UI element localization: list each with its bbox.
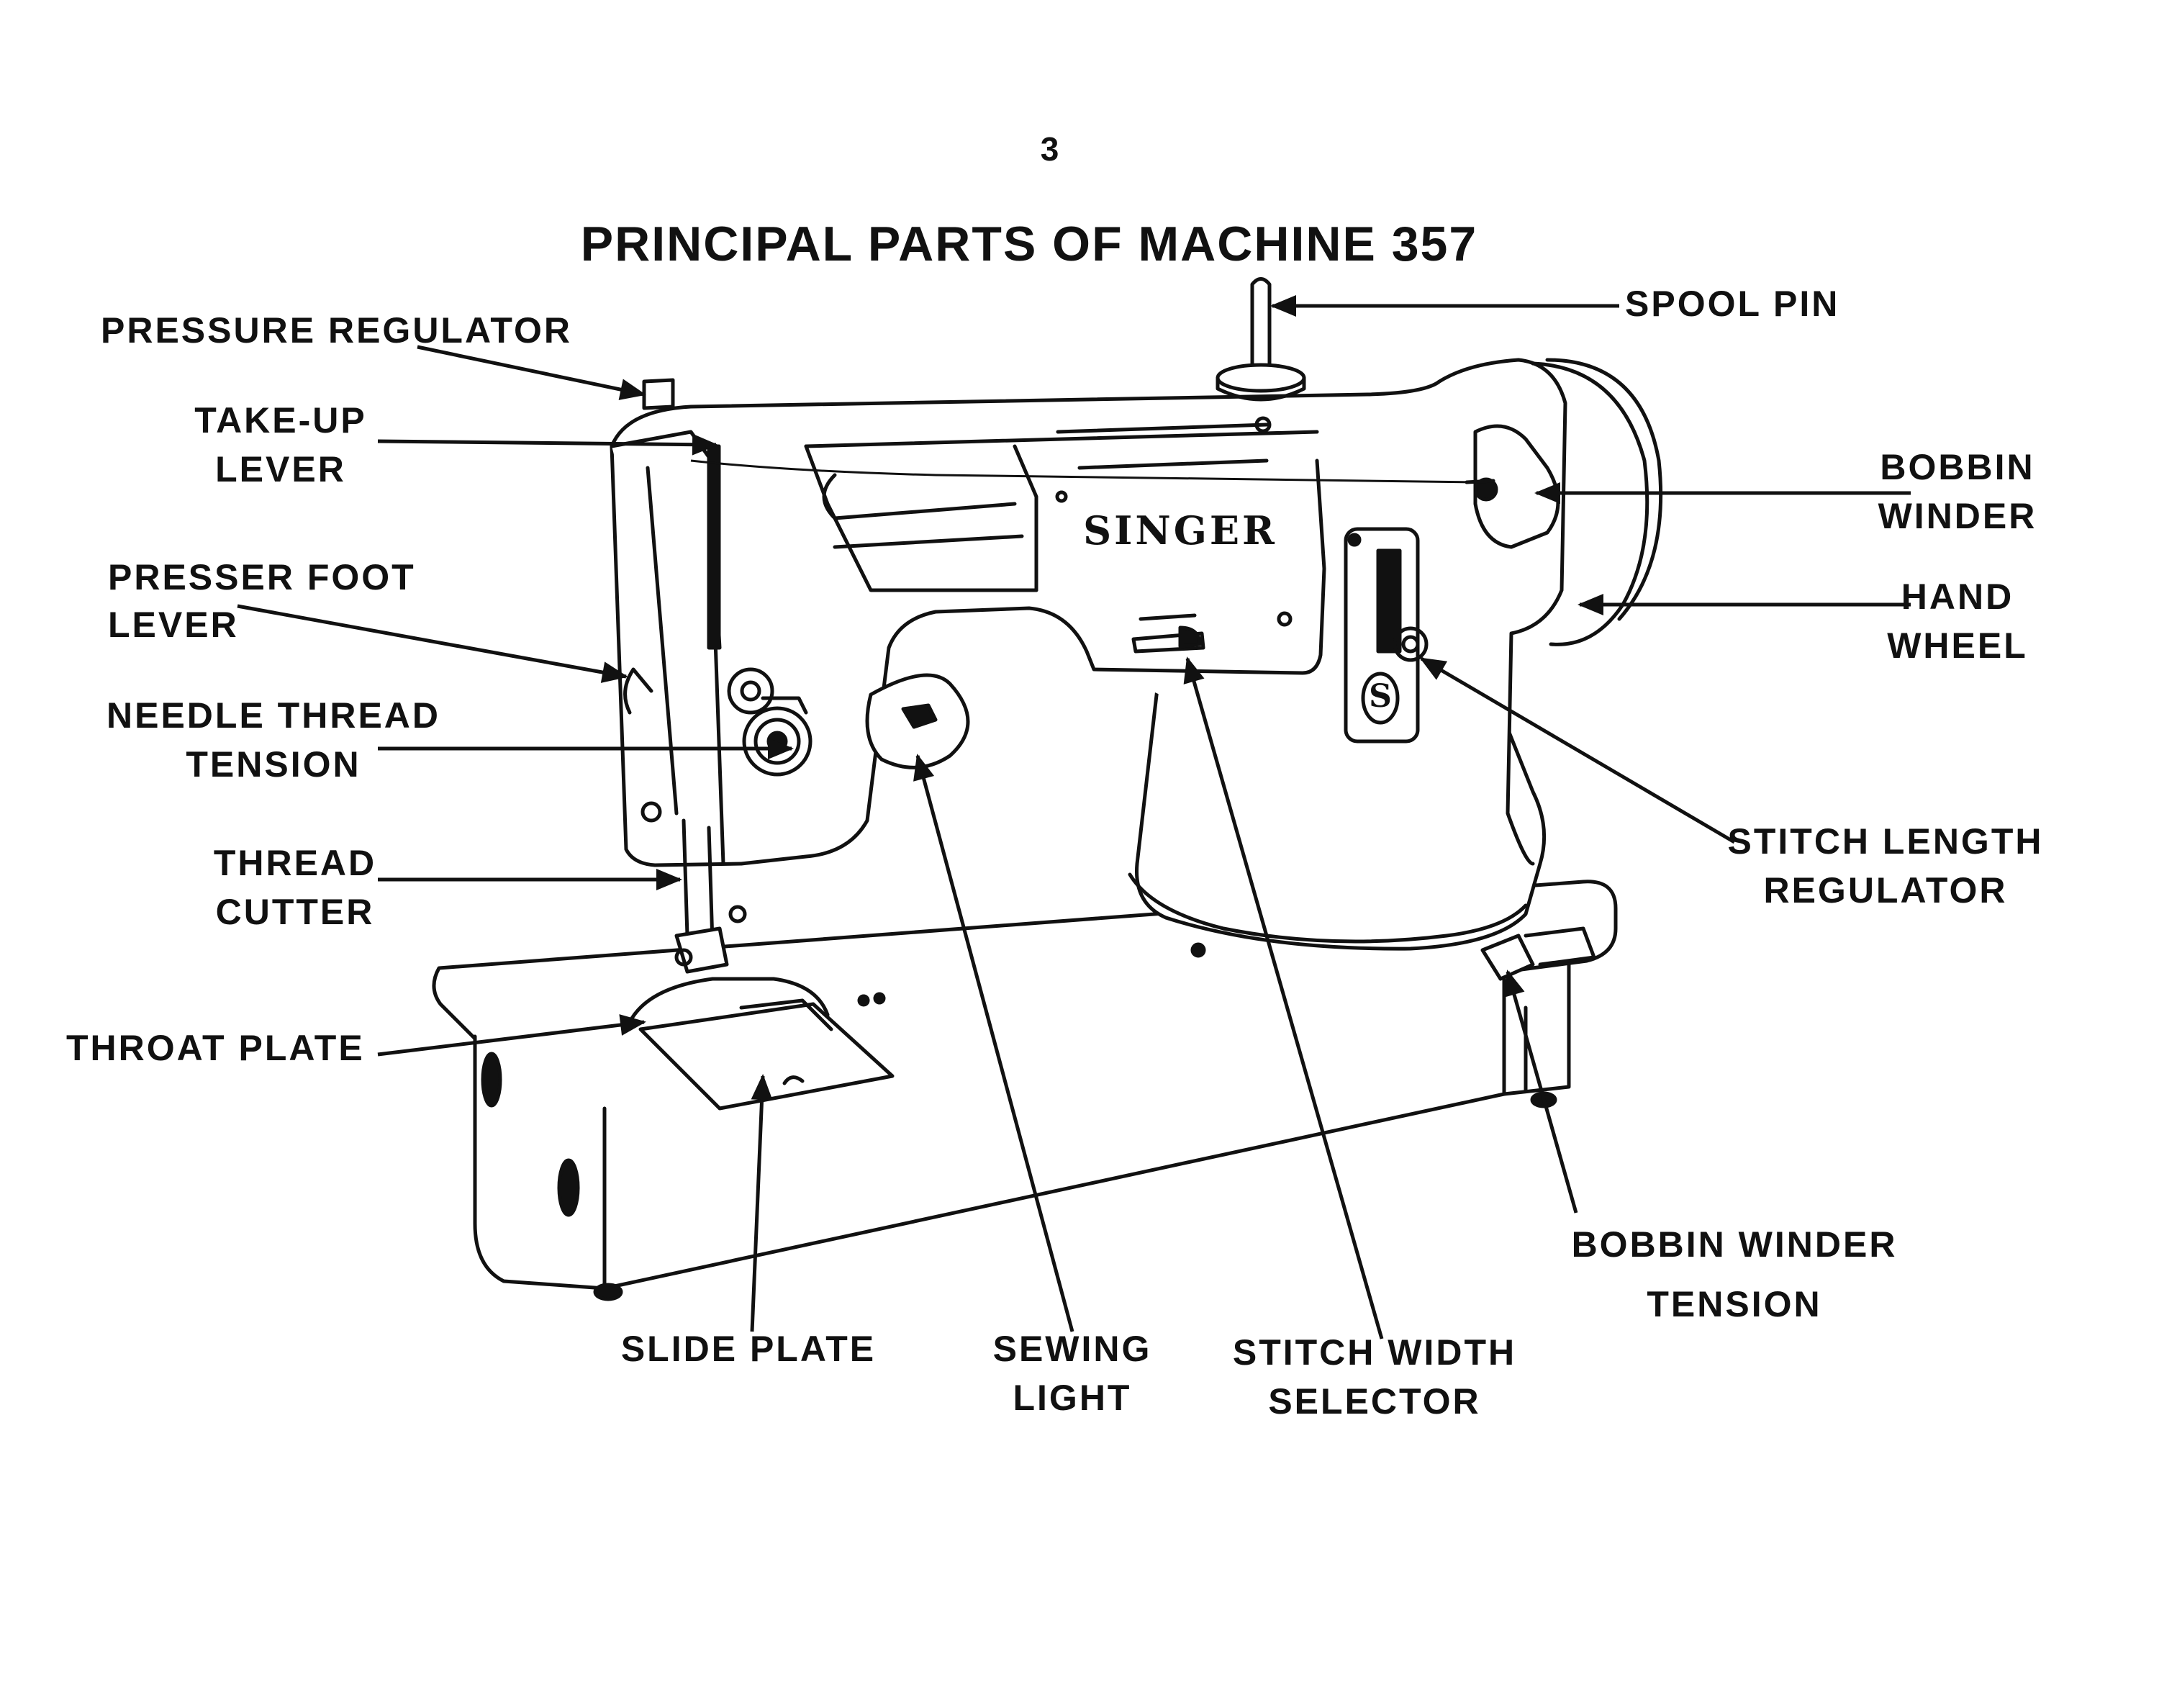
label-presser-foot-lever-line1: PRESSER FOOT — [108, 557, 416, 597]
page-title: PRINCIPAL PARTS OF MACHINE 357 — [580, 217, 1478, 271]
spool-pin-shape — [1250, 277, 1272, 369]
needle-bar — [682, 818, 715, 945]
label-hand-wheel-line1: HAND — [1901, 577, 2014, 617]
throat-plate-shape — [628, 977, 830, 1024]
bobbin-winder-tension-shape — [1480, 934, 1535, 981]
leader-take-up-lever — [377, 433, 718, 456]
leader-lines — [237, 295, 1911, 1339]
leader-slide-plate — [750, 1074, 773, 1332]
leader-presser-foot-lever — [237, 604, 628, 683]
leader-throat-plate — [377, 1014, 646, 1057]
label-stitch-width-selector-line1: STITCH WIDTH — [1232, 1332, 1517, 1373]
pressure-regulator-knob — [642, 378, 675, 410]
label-stitch-length-regulator-line1: STITCH LENGTH — [1727, 821, 2044, 862]
label-presser-foot-lever-line2: LEVER — [108, 605, 239, 645]
needle-thread-tension-knob — [742, 706, 813, 777]
label-bobbin-winder-line2: WINDER — [1878, 496, 2037, 536]
leader-pressure-regulator — [417, 345, 646, 400]
slide-plate-shape — [638, 1002, 895, 1111]
leader-stitch-length-regulator — [1419, 656, 1736, 844]
brand-logo: SINGER — [1083, 507, 1277, 553]
page-number: 3 — [1040, 130, 1062, 168]
label-take-up-lever-line2: LEVER — [215, 449, 346, 489]
label-thread-cutter-line1: THREAD — [213, 843, 377, 883]
label-bobbin-winder-line1: BOBBIN — [1880, 447, 2035, 487]
leader-sewing-light — [913, 754, 1074, 1332]
label-needle-thread-tension-line2: TENSION — [186, 744, 361, 785]
label-hand-wheel-line2: WHEEL — [1887, 625, 2028, 666]
leader-stitch-width-selector — [1183, 656, 1384, 1339]
label-sewing-light-line2: LIGHT — [1013, 1378, 1132, 1418]
label-needle-thread-tension-line1: NEEDLE THREAD — [106, 695, 441, 736]
label-pressure-regulator: PRESSURE REGULATOR — [101, 310, 573, 351]
label-take-up-lever-line1: TAKE-UP — [194, 400, 367, 440]
bobbin-winder-shape — [1473, 424, 1560, 549]
machine-arm — [610, 358, 1567, 866]
label-spool-pin: SPOOL PIN — [1625, 284, 1840, 324]
label-sewing-light-line1: SEWING — [992, 1329, 1152, 1369]
label-throat-plate: THROAT PLATE — [66, 1028, 365, 1068]
hand-wheel — [1531, 361, 1649, 646]
machine-head — [610, 430, 725, 866]
label-stitch-width-selector-line2: SELECTOR — [1268, 1381, 1481, 1422]
label-bobbin-winder-tension-line2: TENSION — [1647, 1284, 1822, 1324]
label-thread-cutter-line2: CUTTER — [215, 892, 375, 932]
label-slide-plate: SLIDE PLATE — [620, 1329, 877, 1369]
label-bobbin-winder-tension-line1: BOBBIN WINDER — [1571, 1224, 1898, 1265]
leader-bobbin-winder-tension — [1503, 970, 1578, 1214]
brand-badge: S — [1369, 678, 1392, 715]
label-stitch-length-regulator-line2: REGULATOR — [1763, 870, 2008, 911]
